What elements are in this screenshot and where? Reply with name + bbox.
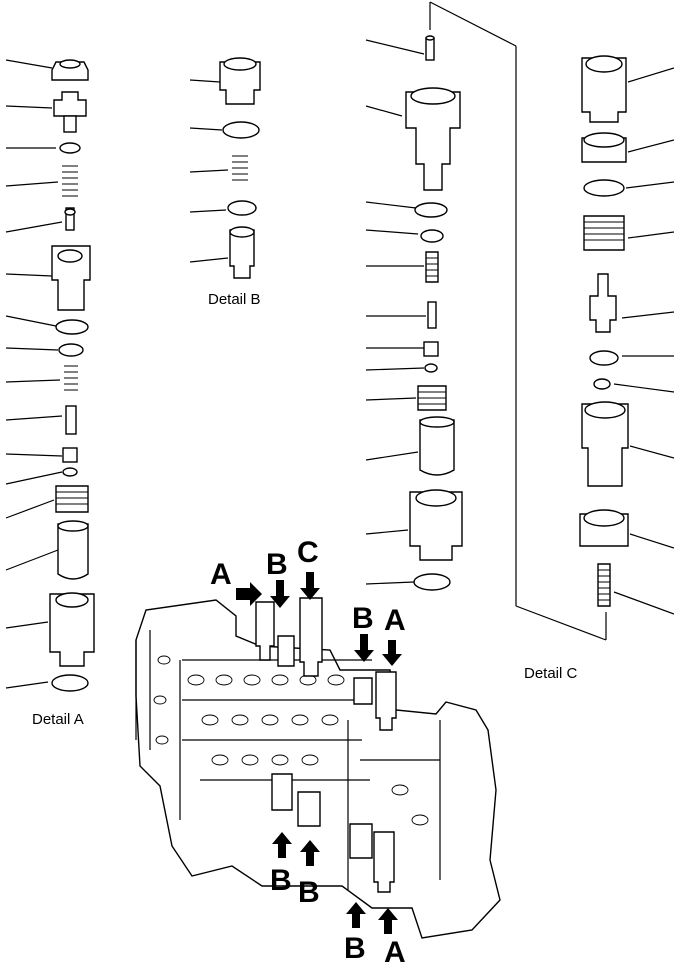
detail-a-group: Detail A [5, 59, 95, 728]
marker-letters: A B C B A B B B A [210, 536, 406, 965]
valve-block-bores [153, 655, 429, 826]
marker-a-top: A [210, 558, 232, 591]
valve-block-assembly [135, 597, 501, 939]
detail-b-group: Detail B [189, 57, 261, 308]
detail-a-parts [49, 59, 95, 692]
arrow-a-bottom [378, 908, 398, 934]
detail-c-right-parts [579, 55, 629, 607]
detail-b-parts [219, 57, 261, 279]
detail-c-left-parts [405, 35, 463, 591]
arrow-b-lower1 [272, 832, 292, 858]
marker-a-bottom: A [384, 936, 406, 965]
arrow-b-top [270, 580, 290, 608]
marker-b-right: B [352, 602, 374, 635]
detail-c-bracket [429, 1, 607, 641]
detail-a-leader-lines [5, 59, 63, 689]
detail-b-caption: Detail B [208, 291, 261, 308]
marker-b-lower1: B [270, 864, 292, 897]
location-arrows [236, 572, 402, 934]
arrow-b-right [354, 634, 374, 662]
marker-b-bottom: B [344, 932, 366, 965]
marker-b-top: B [266, 548, 288, 581]
installed-valves [255, 597, 397, 893]
arrow-c-top [300, 572, 320, 600]
arrow-a-top [236, 582, 262, 606]
detail-c-caption: Detail C [524, 665, 578, 682]
arrow-b-lower2 [300, 840, 320, 866]
detail-a-caption: Detail A [32, 711, 84, 728]
arrow-a-right [382, 640, 402, 666]
detail-b-leader-lines [189, 79, 229, 263]
arrow-b-bottom [346, 902, 366, 928]
detail-c-left-leader-lines [365, 39, 426, 585]
marker-a-right: A [384, 604, 406, 637]
marker-c-top: C [297, 536, 319, 569]
marker-b-lower2: B [298, 876, 320, 909]
detail-c-group: Detail C [365, 1, 674, 682]
detail-c-right-leader-lines [613, 67, 674, 615]
